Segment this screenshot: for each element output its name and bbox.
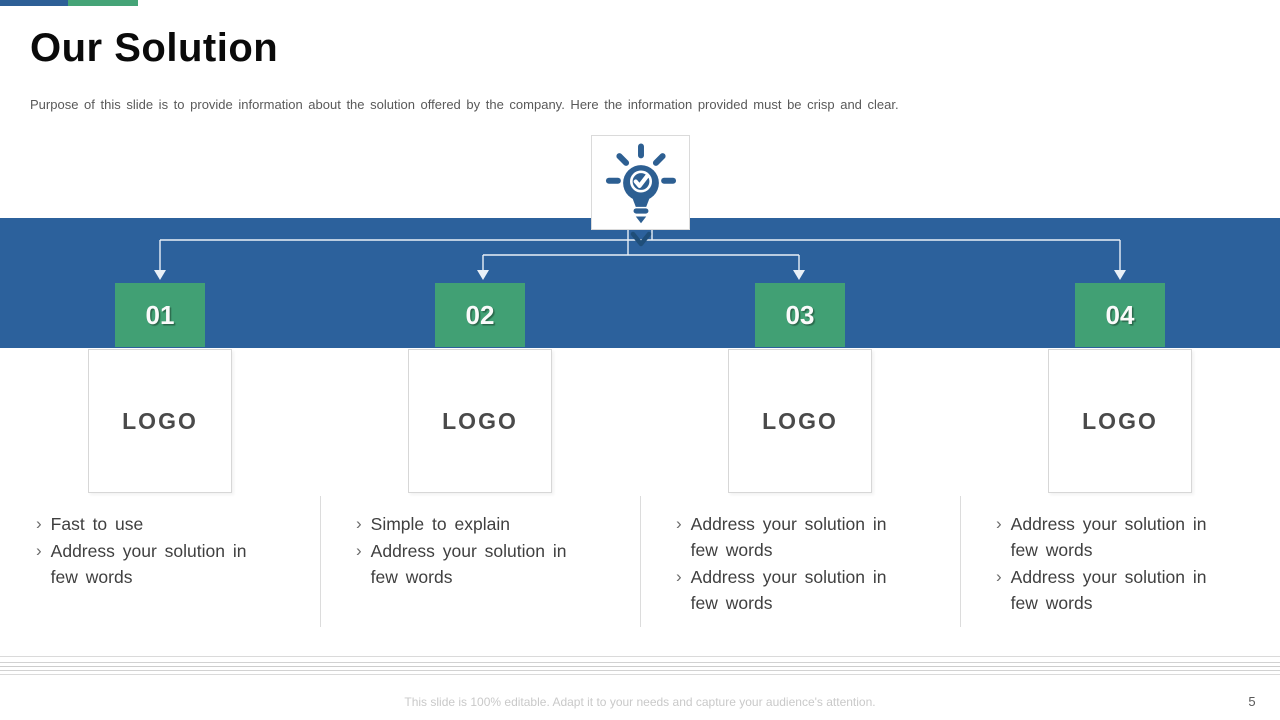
page-number: 5 [1248, 694, 1256, 709]
idea-icon-box [591, 135, 690, 230]
chevron-bullet-icon: › [36, 514, 42, 533]
bullet-text: Address your solution in few words [1010, 514, 1207, 560]
logo-label: LOGO [762, 407, 838, 434]
list-item: › Address your solution in few words [996, 564, 1236, 616]
bullet-text: Address your solution in few words [690, 514, 887, 560]
list-item: › Address your solution in few words [356, 538, 596, 590]
logo-label: LOGO [122, 407, 198, 434]
logo-placeholder-2: LOGO [408, 349, 552, 493]
lightbulb-check-icon [605, 142, 676, 223]
list-item: › Address your solution in few words [996, 511, 1236, 563]
bullet-text: Simple to explain [370, 514, 510, 534]
bullet-text: Address your solution in few words [370, 541, 567, 587]
bullet-list-1: › Fast to use › Address your solution in… [36, 511, 276, 591]
list-item: › Address your solution in few words [36, 538, 276, 590]
chevron-bullet-icon: › [676, 514, 682, 533]
bullet-list-2: › Simple to explain › Address your solut… [356, 511, 596, 591]
chevron-bullet-icon: › [996, 514, 1002, 533]
footer-rule [0, 674, 1280, 675]
accent-bar-green [68, 0, 138, 6]
chevron-bullet-icon: › [36, 541, 42, 560]
list-item: › Address your solution in few words [676, 511, 916, 563]
footer-note: This slide is 100% editable. Adapt it to… [404, 695, 876, 709]
footer-rule [0, 670, 1280, 671]
bullet-list-3: › Address your solution in few words › A… [676, 511, 916, 617]
step-number-box-4: 04 [1075, 283, 1165, 347]
bullet-text: Address your solution in few words [690, 567, 887, 613]
bullet-text: Address your solution in few words [1010, 567, 1207, 613]
column-divider [320, 496, 321, 627]
bullet-text: Address your solution in few words [50, 541, 247, 587]
logo-label: LOGO [1082, 407, 1158, 434]
step-number-box-3: 03 [755, 283, 845, 347]
chevron-bullet-icon: › [996, 567, 1002, 586]
slide-subtitle: Purpose of this slide is to provide info… [30, 97, 899, 112]
logo-placeholder-1: LOGO [88, 349, 232, 493]
footer-rule [0, 662, 1280, 663]
bullet-text: Fast to use [50, 514, 144, 534]
column-divider [640, 496, 641, 627]
logo-placeholder-4: LOGO [1048, 349, 1192, 493]
column-divider [960, 496, 961, 627]
chevron-bullet-icon: › [676, 567, 682, 586]
logo-placeholder-3: LOGO [728, 349, 872, 493]
footer-rule [0, 666, 1280, 667]
accent-bar-blue [0, 0, 68, 6]
logo-label: LOGO [442, 407, 518, 434]
list-item: › Address your solution in few words [676, 564, 916, 616]
step-number-box-2: 02 [435, 283, 525, 347]
list-item: › Fast to use [36, 511, 276, 537]
chevron-bullet-icon: › [356, 514, 362, 533]
step-number: 03 [785, 299, 815, 330]
footer-rule [0, 656, 1280, 657]
bullet-list-4: › Address your solution in few words › A… [996, 511, 1236, 617]
step-number-box-1: 01 [115, 283, 205, 347]
list-item: › Simple to explain [356, 511, 596, 537]
step-number: 01 [145, 299, 175, 330]
page-title: Our Solution [30, 26, 279, 70]
step-number: 02 [465, 299, 495, 330]
step-number: 04 [1105, 299, 1135, 330]
chevron-bullet-icon: › [356, 541, 362, 560]
